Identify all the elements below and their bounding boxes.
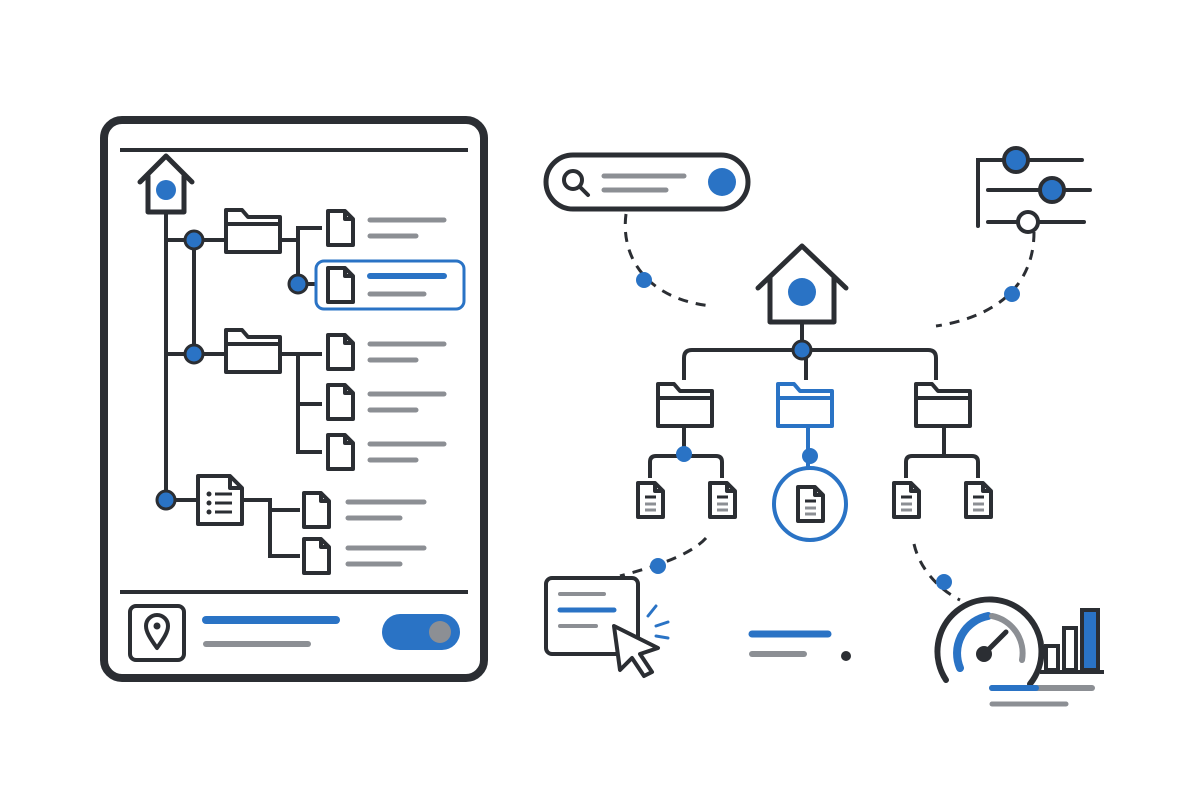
location-pin-icon [144, 613, 170, 650]
tree-node-dot [155, 489, 177, 511]
bar-chart-icon [1040, 608, 1104, 674]
left-panel [100, 116, 488, 682]
toggle-switch[interactable] [382, 614, 460, 650]
hierarchy-node-dot [791, 339, 813, 361]
right-diagram [543, 146, 1104, 707]
tree-connectors [164, 210, 322, 558]
folder-icon[interactable] [224, 208, 282, 254]
folder-icon-selected[interactable] [776, 382, 834, 428]
document-icon [302, 537, 331, 575]
list-item-selected[interactable] [314, 259, 466, 311]
document-icon [326, 333, 355, 371]
list-item[interactable] [302, 537, 427, 575]
document-icon [302, 491, 331, 529]
tree-node-dot [183, 229, 205, 251]
document-icon[interactable] [964, 481, 993, 519]
cursor-click-icon [612, 604, 670, 678]
document-icon [326, 266, 355, 304]
hierarchy-node-dot [802, 448, 818, 464]
document-icon [326, 209, 355, 247]
connector-dot [936, 574, 952, 590]
tree-node-dot [183, 343, 205, 365]
connector-dot [1004, 286, 1020, 302]
gauge-level-arc [953, 612, 992, 672]
sliders-icon[interactable] [976, 146, 1092, 234]
folder-icon[interactable] [224, 328, 282, 374]
document-icon[interactable] [892, 481, 921, 519]
list-item[interactable] [326, 383, 447, 421]
bar [1080, 608, 1100, 672]
search-icon [562, 169, 590, 197]
list-item[interactable] [302, 491, 427, 529]
folder-icon[interactable] [914, 382, 972, 428]
list-item[interactable] [326, 209, 447, 247]
document-icon-highlighted[interactable] [772, 466, 848, 542]
location-pin-button[interactable] [128, 604, 186, 662]
toggle-knob [429, 621, 451, 643]
home-icon [755, 243, 849, 325]
gauge-icon [934, 596, 1045, 687]
list-document-icon[interactable] [196, 474, 244, 526]
hierarchy-node-dot [676, 446, 692, 462]
bar [1062, 626, 1078, 672]
list-item[interactable] [326, 333, 447, 371]
search-bar[interactable] [543, 152, 751, 212]
connector-dot [636, 272, 652, 288]
gauge-progress [989, 685, 1095, 707]
bar [1044, 644, 1060, 672]
search-submit-dot[interactable] [708, 168, 736, 196]
home-icon [137, 153, 195, 215]
connector-dot [650, 558, 666, 574]
list-item[interactable] [326, 433, 447, 471]
document-icon[interactable] [636, 481, 665, 519]
folder-icon[interactable] [656, 382, 714, 428]
document-icon[interactable] [708, 481, 737, 519]
document-icon [326, 383, 355, 421]
tree-node-dot [287, 273, 309, 295]
caption-dot [841, 651, 851, 661]
document-icon [326, 433, 355, 471]
